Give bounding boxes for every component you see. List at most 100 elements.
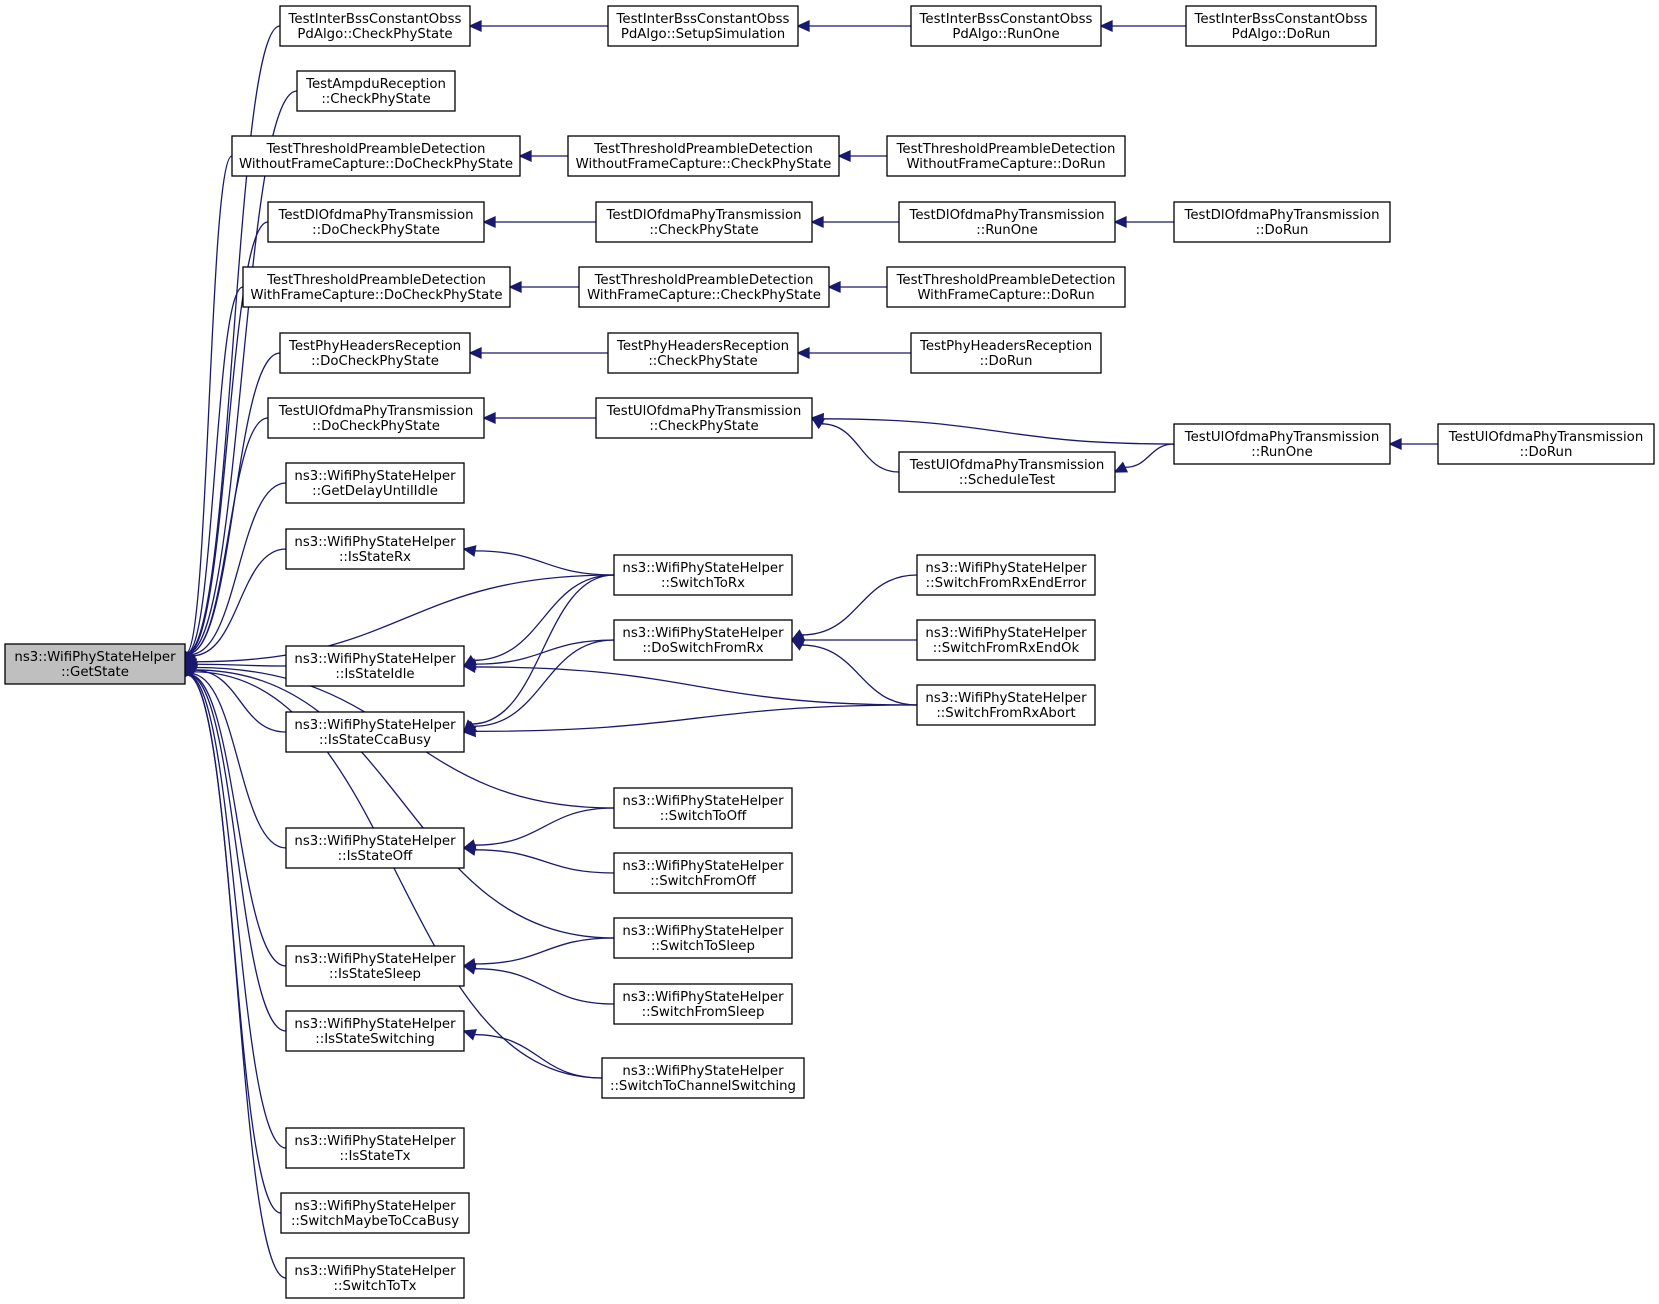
call-edge <box>482 215 596 229</box>
node-wifiphystatehelper-doswitchfromrx[interactable]: ns3::WifiPhyStateHelper::DoSwitchFromRx <box>613 619 793 661</box>
node-label-line: ns3::WifiPhyStateHelper <box>294 652 456 667</box>
node-testthresholdpreambledetectionwithoutframecapture-dorun[interactable]: TestThresholdPreambleDetectionWithoutFra… <box>886 135 1126 177</box>
node-label-line: ns3::WifiPhyStateHelper <box>294 469 456 484</box>
node-label-line: ns3::WifiPhyStateHelper <box>622 990 784 1005</box>
node-testulofdmaphytransmission-docheckphystate[interactable]: TestUlOfdmaPhyTransmission::DoCheckPhySt… <box>267 397 485 439</box>
node-testphyheadersreception-docheckphystate[interactable]: TestPhyHeadersReception::DoCheckPhyState <box>279 332 471 374</box>
node-testdlofdmaphytransmission-docheckphystate[interactable]: TestDlOfdmaPhyTransmission::DoCheckPhySt… <box>267 201 485 243</box>
node-box <box>916 684 1096 726</box>
node-label-line: ::IsStateTx <box>340 1149 411 1164</box>
arrowhead-icon <box>1388 437 1402 451</box>
node-box <box>613 554 793 596</box>
node-testdlofdmaphytransmission-dorun[interactable]: TestDlOfdmaPhyTransmission::DoRun <box>1173 201 1391 243</box>
node-label-line: WithoutFrameCapture::DoRun <box>906 157 1105 172</box>
node-label-line: TestUlOfdmaPhyTransmission <box>1184 430 1380 445</box>
node-label-line: TestDlOfdmaPhyTransmission <box>908 208 1104 223</box>
edge-line <box>195 663 287 667</box>
node-testthresholdpreambledetectionwithframecapture-docheckphystate[interactable]: TestThresholdPreambleDetectionWithFrameC… <box>242 266 511 308</box>
node-wifiphystatehelper-switchtotx[interactable]: ns3::WifiPhyStateHelper::SwitchToTx <box>285 1257 465 1299</box>
node-testampdureception-checkphystate[interactable]: TestAmpduReception::CheckPhyState <box>296 70 456 112</box>
node-testulofdmaphytransmission-scheduletest[interactable]: TestUlOfdmaPhyTransmission::ScheduleTest <box>898 451 1116 493</box>
node-testulofdmaphytransmission-runone[interactable]: TestUlOfdmaPhyTransmission::RunOne <box>1173 423 1391 465</box>
node-testdlofdmaphytransmission-runone[interactable]: TestDlOfdmaPhyTransmission::RunOne <box>898 201 1116 243</box>
node-testthresholdpreambledetectionwithoutframecapture-checkphystate[interactable]: TestThresholdPreambleDetectionWithoutFra… <box>567 135 840 177</box>
arrowhead-icon <box>462 725 476 738</box>
call-edge <box>790 639 918 706</box>
arrowhead-icon <box>462 545 477 557</box>
node-label-line: ::SwitchToOff <box>660 809 747 824</box>
node-testthresholdpreambledetectionwithoutframecapture-docheckphystate[interactable]: TestThresholdPreambleDetectionWithoutFra… <box>231 135 521 177</box>
edge-line <box>473 639 615 727</box>
call-edge <box>462 843 615 874</box>
node-box <box>607 5 799 47</box>
node-wifiphystatehelper-switchfromsleep[interactable]: ns3::WifiPhyStateHelper::SwitchFromSleep <box>613 983 793 1025</box>
node-wifiphystatehelper-switchfromoff[interactable]: ns3::WifiPhyStateHelper::SwitchFromOff <box>613 852 793 894</box>
node-testulofdmaphytransmission-dorun[interactable]: TestUlOfdmaPhyTransmission::DoRun <box>1437 423 1655 465</box>
node-wifiphystatehelper-isstateswitching[interactable]: ns3::WifiPhyStateHelper::IsStateSwitchin… <box>285 1010 465 1052</box>
root-node-wifiphystatehelper-getstate[interactable]: ns3::WifiPhyStateHelper::GetState <box>4 643 186 685</box>
node-box <box>613 619 793 661</box>
node-wifiphystatehelper-isstatesleep[interactable]: ns3::WifiPhyStateHelper::IsStateSleep <box>285 945 465 987</box>
node-box <box>285 711 465 753</box>
edge-line <box>474 639 615 665</box>
node-box <box>296 70 456 112</box>
call-edge <box>462 639 615 670</box>
node-label-line: ::SwitchFromOff <box>650 874 756 889</box>
node-label-line: ::DoCheckPhyState <box>311 354 439 369</box>
edge-line <box>473 574 615 661</box>
node-wifiphystatehelper-isstaterx[interactable]: ns3::WifiPhyStateHelper::IsStateRx <box>285 528 465 570</box>
node-testdlofdmaphytransmission-checkphystate[interactable]: TestDlOfdmaPhyTransmission::CheckPhyStat… <box>595 201 813 243</box>
node-wifiphystatehelper-isstateccabusy[interactable]: ns3::WifiPhyStateHelper::IsStateCcaBusy <box>285 711 465 753</box>
arrowhead-icon <box>462 661 477 673</box>
edge-line <box>474 849 615 874</box>
node-label-line: TestThresholdPreambleDetection <box>896 142 1116 157</box>
node-box <box>886 135 1126 177</box>
node-label-line: ::SwitchToChannelSwitching <box>610 1079 796 1094</box>
node-box <box>613 917 793 959</box>
node-label-line: ::IsStateIdle <box>335 667 414 682</box>
node-label-line: TestAmpduReception <box>305 77 446 92</box>
node-wifiphystatehelper-switchtorx[interactable]: ns3::WifiPhyStateHelper::SwitchToRx <box>613 554 793 596</box>
node-wifiphystatehelper-getdelayuntilidle[interactable]: ns3::WifiPhyStateHelper::GetDelayUntilId… <box>285 462 465 504</box>
call-edge <box>462 807 615 851</box>
node-label-line: WithoutFrameCapture::DoCheckPhyState <box>239 157 513 172</box>
node-testphyheadersreception-dorun[interactable]: TestPhyHeadersReception::DoRun <box>910 332 1102 374</box>
node-label-line: TestInterBssConstantObss <box>616 12 790 27</box>
node-wifiphystatehelper-isstatetx[interactable]: ns3::WifiPhyStateHelper::IsStateTx <box>285 1127 465 1169</box>
node-wifiphystatehelper-isstateidle[interactable]: ns3::WifiPhyStateHelper::IsStateIdle <box>285 645 465 687</box>
node-wifiphystatehelper-switchtosleep[interactable]: ns3::WifiPhyStateHelper::SwitchToSleep <box>613 917 793 959</box>
call-edge <box>790 633 918 647</box>
node-wifiphystatehelper-switchtooff[interactable]: ns3::WifiPhyStateHelper::SwitchToOff <box>613 787 793 829</box>
node-wifiphystatehelper-switchmaybetoccabusy[interactable]: ns3::WifiPhyStateHelper::SwitchMaybeToCc… <box>280 1192 470 1234</box>
node-wifiphystatehelper-switchfromrxendok[interactable]: ns3::WifiPhyStateHelper::SwitchFromRxEnd… <box>916 619 1096 661</box>
node-label-line: TestThresholdPreambleDetection <box>266 142 486 157</box>
function-nodes: ns3::WifiPhyStateHelper::GetState TestInt… <box>4 5 1655 1299</box>
node-label-line: ns3::WifiPhyStateHelper <box>294 1017 456 1032</box>
node-label-line: TestThresholdPreambleDetection <box>593 142 813 157</box>
node-testinterbssconstantobsspdalgo-checkphystate[interactable]: TestInterBssConstantObssPdAlgo::CheckPhy… <box>279 5 471 47</box>
node-label-line: ::SwitchFromRxEndOk <box>933 641 1080 656</box>
edge-line <box>186 674 287 1279</box>
node-label-line: ::IsStateRx <box>339 550 411 565</box>
node-testinterbssconstantobsspdalgo-setupsimulation[interactable]: TestInterBssConstantObssPdAlgo::SetupSim… <box>607 5 799 47</box>
node-box <box>1185 5 1377 47</box>
node-testthresholdpreambledetectionwithframecapture-dorun[interactable]: TestThresholdPreambleDetectionWithFrameC… <box>886 266 1126 308</box>
node-label-line: TestDlOfdmaPhyTransmission <box>277 208 473 223</box>
node-wifiphystatehelper-switchfromrxenderror[interactable]: ns3::WifiPhyStateHelper::SwitchFromRxEnd… <box>916 554 1096 596</box>
arrowhead-icon <box>1113 215 1127 229</box>
arrowhead-icon <box>482 411 496 425</box>
node-box <box>898 201 1116 243</box>
node-wifiphystatehelper-switchfromrxabort[interactable]: ns3::WifiPhyStateHelper::SwitchFromRxAbo… <box>916 684 1096 726</box>
node-testulofdmaphytransmission-checkphystate[interactable]: TestUlOfdmaPhyTransmission::CheckPhyStat… <box>595 397 813 439</box>
node-testphyheadersreception-checkphystate[interactable]: TestPhyHeadersReception::CheckPhyState <box>607 332 799 374</box>
node-testthresholdpreambledetectionwithframecapture-checkphystate[interactable]: TestThresholdPreambleDetectionWithFrameC… <box>578 266 830 308</box>
node-box <box>1173 201 1391 243</box>
call-edge <box>1388 437 1438 451</box>
edge-line <box>474 550 615 576</box>
node-wifiphystatehelper-isstateoff[interactable]: ns3::WifiPhyStateHelper::IsStateOff <box>285 827 465 869</box>
call-edge <box>810 215 899 229</box>
node-box <box>595 201 813 243</box>
node-wifiphystatehelper-switchtochannelswitching[interactable]: ns3::WifiPhyStateHelper::SwitchToChannel… <box>601 1057 805 1099</box>
